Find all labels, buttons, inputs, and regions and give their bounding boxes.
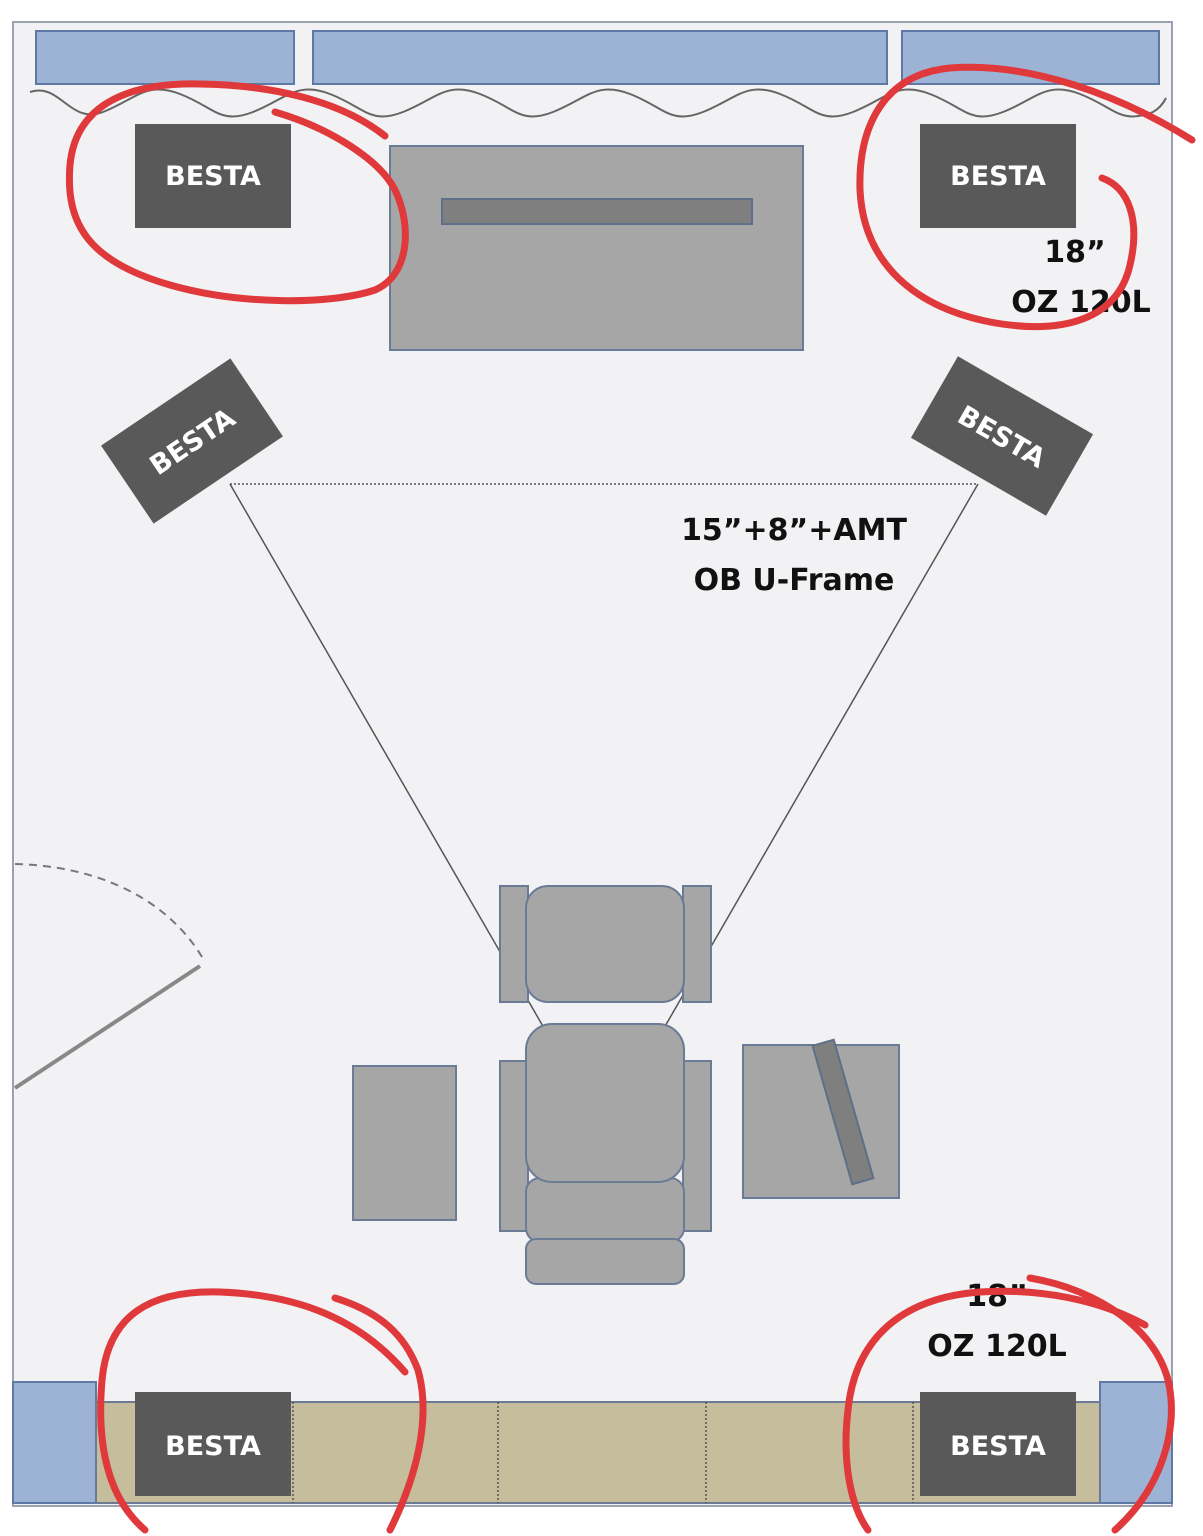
curtain-wave [29, 88, 1167, 118]
window-top-left [35, 30, 295, 85]
side-table-left [352, 1065, 457, 1221]
besta-bottom-right: BESTA [920, 1392, 1076, 1496]
red-circle-top-left [65, 80, 409, 305]
besta-label: BESTA [165, 161, 261, 192]
red-circle-bottom-left [97, 1288, 427, 1534]
besta-main-right: BESTA [910, 356, 1094, 516]
door-panel [13, 964, 202, 1090]
tv-soundbar [441, 198, 753, 225]
window-bottom-right [1099, 1381, 1173, 1504]
sub-bottom-size-label: 18” [966, 1279, 1027, 1314]
mains-drivers-label: 15”+8”+AMT [681, 513, 907, 548]
remote-on-table [811, 1038, 875, 1186]
sub-top-model-label: OZ 120L [1011, 285, 1150, 320]
window-bottom-left [12, 1381, 97, 1504]
besta-label: BESTA [165, 1431, 261, 1462]
recliner [499, 1023, 712, 1285]
tv-cabinet [389, 145, 804, 351]
window-top-center [312, 30, 888, 85]
mains-frame-label: OB U-Frame [694, 563, 895, 598]
red-circle-bottom-right [842, 1274, 1175, 1534]
listening-triangle [229, 483, 979, 1133]
armchair-front [499, 885, 712, 1003]
sub-bottom-model-label: OZ 120L [927, 1329, 1066, 1364]
besta-bottom-left: BESTA [135, 1392, 291, 1496]
besta-label: BESTA [950, 1431, 1046, 1462]
red-circle-top-right [856, 63, 1196, 331]
besta-main-left: BESTA [101, 358, 283, 524]
sofa-seams [292, 1402, 914, 1503]
red-annotations [65, 63, 1196, 1534]
besta-label: BESTA [950, 161, 1046, 192]
sub-top-size-label: 18” [1044, 235, 1105, 270]
besta-top-left: BESTA [135, 124, 291, 228]
besta-top-right: BESTA [920, 124, 1076, 228]
door-swing-arc [14, 863, 206, 963]
